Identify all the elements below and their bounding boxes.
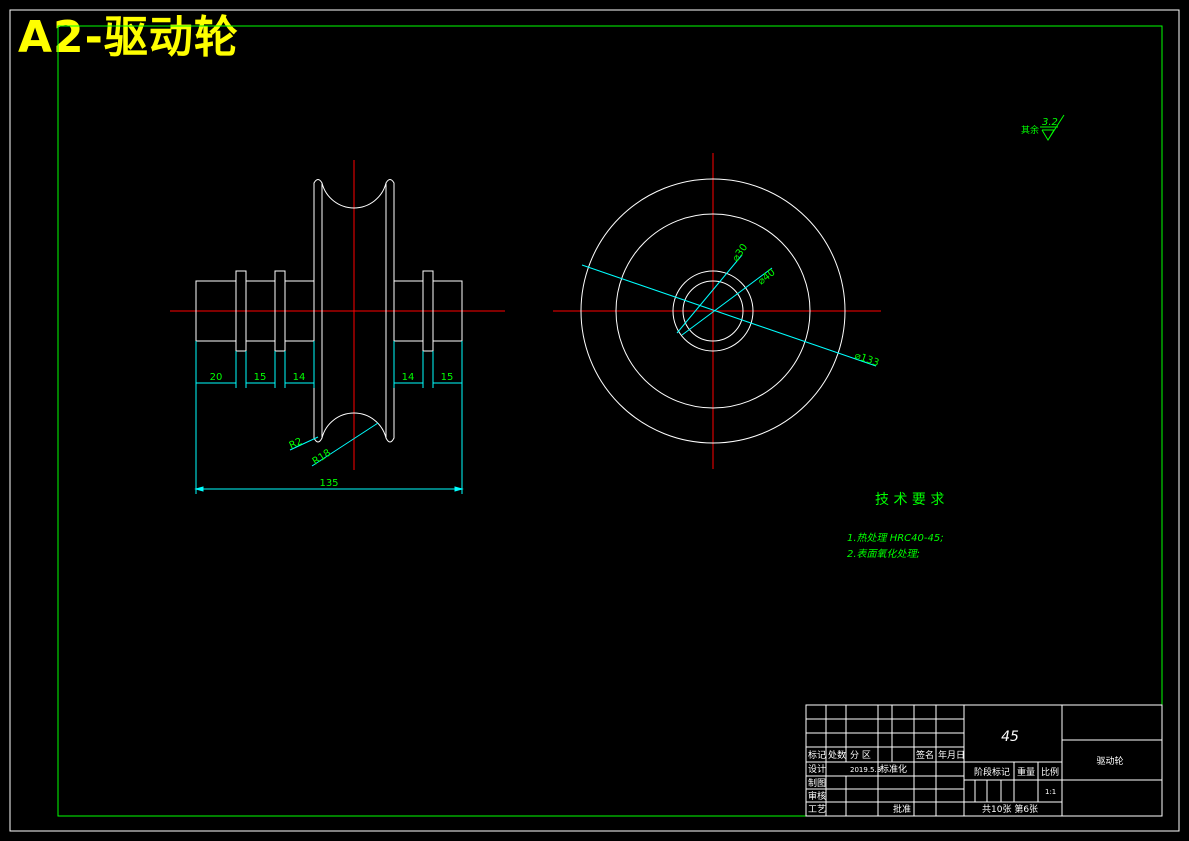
diameter-label-30: ⌀30 xyxy=(730,242,750,264)
tb-label-signature: 签名 xyxy=(916,749,934,761)
diameter-label-133: ⌀133 xyxy=(853,350,880,369)
drawing-title: A2-驱动轮 xyxy=(18,12,239,63)
tb-design-date: 2019.5.3 xyxy=(850,766,881,774)
material-value: 45 xyxy=(1001,729,1019,745)
tech-req-item: 2.表面氧化处理; xyxy=(847,548,920,560)
diameter-label-40: ⌀40 xyxy=(756,267,778,287)
tech-req-heading: 技 术 要 求 xyxy=(875,492,944,508)
dim-label: 20 xyxy=(210,372,223,383)
tb-approval-label: 批准 xyxy=(893,803,911,815)
extension-lines xyxy=(195,341,463,494)
tb-standardization-label: 标准化 xyxy=(880,763,907,775)
front-view: ⌀30 ⌀40 ⌀133 xyxy=(553,153,881,469)
tb-label-date: 年月日 xyxy=(938,749,965,761)
dim-label: 14 xyxy=(402,372,415,383)
technical-requirements: 技 术 要 求 1.热处理 HRC40-45; 2.表面氧化处理; xyxy=(847,492,944,560)
tb-drafting-label: 制图 xyxy=(808,777,826,789)
radius-label-r18: R18 xyxy=(311,448,334,468)
tb-label-zone: 分 区 xyxy=(850,750,871,761)
radius-label-r2: R2 xyxy=(288,436,305,452)
d133-leader xyxy=(581,264,877,367)
shaft-segment xyxy=(432,280,463,342)
surface-roughness-symbol: 其余 3.2 xyxy=(1021,114,1065,141)
hub-circle xyxy=(672,270,754,352)
tb-label-count: 处数 xyxy=(828,749,846,761)
outer-frame xyxy=(9,9,1180,832)
dim-label: 14 xyxy=(293,372,306,383)
dimension-lines xyxy=(194,382,464,492)
tb-weight-label: 重量 xyxy=(1017,766,1035,778)
tb-design-label: 设计 xyxy=(808,763,826,775)
title-block: 45 驱动轮 标记 处数 分 区 签名 年月日 设计 2019.5.3 标准化 … xyxy=(805,704,1163,817)
tb-scale-value: 1:1 xyxy=(1045,788,1056,796)
r2-leader xyxy=(289,436,319,451)
d40-leader xyxy=(681,267,773,336)
overall-length-label: 135 xyxy=(319,478,338,489)
dim-label: 15 xyxy=(254,372,267,383)
tb-checking-label: 审核 xyxy=(808,790,826,802)
tb-process-label: 工艺 xyxy=(808,804,826,815)
d30-leader xyxy=(676,254,743,334)
roughness-prefix: 其余 xyxy=(1021,124,1039,136)
groove-top xyxy=(321,182,387,209)
inner-frame xyxy=(57,25,1163,817)
bore-circle xyxy=(682,280,744,342)
tb-label-mark: 标记 xyxy=(808,749,826,761)
tb-stage-label: 阶段标记 xyxy=(974,766,1010,778)
side-view: 20 15 14 14 15 135 R2 R18 xyxy=(170,160,505,494)
roughness-value: 3.2 xyxy=(1042,117,1058,128)
wheel-right-rim xyxy=(385,179,395,443)
tb-sheet-info: 共10张 第6张 xyxy=(982,803,1038,815)
groove-circle xyxy=(615,213,811,409)
r18-leader xyxy=(311,422,379,467)
part-name: 驱动轮 xyxy=(1096,755,1123,767)
tech-req-item: 1.热处理 HRC40-45; xyxy=(847,532,944,544)
outer-circle xyxy=(580,178,846,444)
tb-scale-label: 比例 xyxy=(1041,766,1059,778)
groove-bottom xyxy=(321,412,387,439)
dim-label: 15 xyxy=(441,372,454,383)
